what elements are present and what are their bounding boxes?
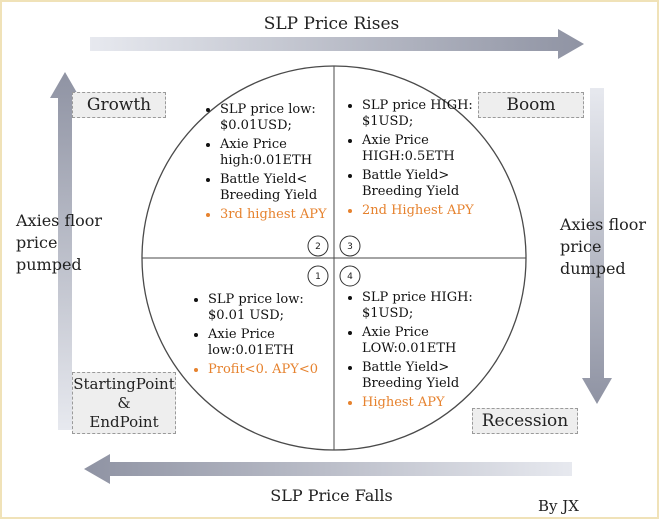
phase-start-line-1: StartingPoint xyxy=(73,375,175,393)
left-arrow xyxy=(50,72,80,430)
quadrant-number-3-text: 3 xyxy=(347,242,353,252)
phase-boom: Boom xyxy=(478,92,584,118)
phase-start-line-2: & xyxy=(117,394,131,412)
list-item: SLP price HIGH: $1USD; xyxy=(362,98,490,130)
list-item: Battle Yield> Breeding Yield xyxy=(362,168,490,200)
list-item: SLP price low: $0.01USD; xyxy=(220,102,340,134)
right-arrow xyxy=(582,88,612,404)
bottom-arrow xyxy=(84,454,572,484)
quadrant-number-4-text: 4 xyxy=(347,272,353,282)
quadrant-bottom-left: SLP price low: $0.01 USD; Axie Price low… xyxy=(192,292,338,381)
quadrant-number-2: 2 xyxy=(307,235,329,257)
list-item: SLP price low: $0.01 USD; xyxy=(208,292,338,324)
list-item: Axie Price HIGH:0.5ETH xyxy=(362,133,490,165)
left-side-label: Axies floor price pumped xyxy=(16,211,103,274)
list-item-apy: 2nd Highest APY xyxy=(362,203,490,219)
list-item: Battle Yield< Breeding Yield xyxy=(220,172,340,204)
quadrant-number-1-text: 1 xyxy=(315,272,321,282)
bottom-arrow-label: SLP Price Falls xyxy=(270,486,393,505)
list-item: Axie Price low:0.01ETH xyxy=(208,327,338,359)
phase-start-line-3: EndPoint xyxy=(89,413,159,431)
quadrant-bottom-right: SLP price HIGH: $1USD; Axie Price LOW:0.… xyxy=(346,290,490,414)
top-arrow-label: SLP Price Rises xyxy=(263,14,400,34)
list-item-apy: Profit<0. APY<0 xyxy=(208,362,338,378)
phase-starting-point: StartingPoint & EndPoint xyxy=(72,372,176,434)
list-item: SLP price HIGH: $1USD; xyxy=(362,290,490,322)
list-item: Axie Price LOW:0.01ETH xyxy=(362,325,490,357)
top-arrow xyxy=(90,29,584,59)
quadrant-number-2-text: 2 xyxy=(315,242,321,252)
list-item: Axie Price high:0.01ETH xyxy=(220,137,340,169)
right-side-label: Axies floor price dumped xyxy=(560,215,647,278)
quadrant-top-left: SLP price low: $0.01USD; Axie Price high… xyxy=(204,102,340,226)
list-item-apy: 3rd highest APY xyxy=(220,207,340,223)
author-credit: By JX xyxy=(538,497,579,515)
phase-recession: Recession xyxy=(472,408,578,434)
list-item-apy: Highest APY xyxy=(362,395,490,411)
quadrant-number-4: 4 xyxy=(339,265,361,287)
phase-growth: Growth xyxy=(72,92,166,118)
quadrant-top-right: SLP price HIGH: $1USD; Axie Price HIGH:0… xyxy=(346,98,490,222)
list-item: Battle Yield> Breeding Yield xyxy=(362,360,490,392)
quadrant-number-3: 3 xyxy=(339,235,361,257)
quadrant-number-1: 1 xyxy=(307,265,329,287)
